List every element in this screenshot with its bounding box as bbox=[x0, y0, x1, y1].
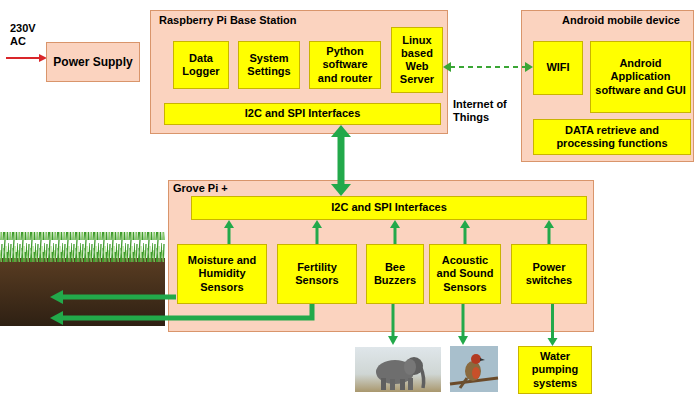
elephant-leg bbox=[381, 378, 386, 390]
process-box: System Settings bbox=[238, 41, 300, 89]
connector-line bbox=[316, 227, 319, 244]
connector-arrow bbox=[331, 125, 351, 196]
bird-picture bbox=[450, 346, 498, 392]
connector-line bbox=[228, 227, 231, 244]
connector-line bbox=[551, 304, 554, 339]
panel-title: Android mobile device bbox=[562, 14, 680, 27]
arrow-head bbox=[50, 311, 63, 325]
box-label: Python software and router bbox=[313, 45, 377, 85]
process-box: WIFI bbox=[533, 41, 583, 95]
elephant-leg bbox=[390, 379, 395, 390]
box-label: I2C and SPI Interfaces bbox=[245, 107, 361, 120]
arrow-head bbox=[50, 290, 63, 304]
arrow-head bbox=[460, 220, 470, 228]
connector-arrow bbox=[390, 220, 400, 244]
connector-arrow bbox=[460, 220, 470, 244]
arrow-head bbox=[544, 220, 554, 228]
arrow-head bbox=[331, 184, 351, 196]
switch-box: Power switches bbox=[511, 244, 587, 304]
sensor-box: Moisture and Humidity Sensors bbox=[177, 244, 267, 304]
box-label: System Settings bbox=[242, 52, 296, 78]
arrow-head bbox=[548, 338, 558, 346]
output-line bbox=[462, 303, 465, 337]
elephant-leg bbox=[408, 378, 413, 390]
output-line bbox=[392, 303, 395, 337]
elephant-ear bbox=[404, 359, 416, 375]
arrow-head bbox=[443, 62, 451, 72]
box-label: WIFI bbox=[546, 61, 569, 74]
bird-tail bbox=[460, 378, 467, 388]
sensor-box: Acoustic and Sound Sensors bbox=[429, 244, 501, 304]
grass-picture bbox=[0, 232, 165, 262]
sensor-probe-line bbox=[62, 295, 176, 300]
arrow-head bbox=[312, 220, 322, 228]
bird-body bbox=[465, 361, 481, 381]
output-box: Water pumping systems bbox=[518, 346, 592, 394]
arrow-head bbox=[224, 220, 234, 228]
bird-breast bbox=[472, 367, 480, 379]
connector-arrow bbox=[224, 220, 234, 244]
power-supply-box: Power Supply bbox=[46, 42, 140, 82]
connector-line bbox=[394, 227, 397, 244]
box-label: Moisture and Humidity Sensors bbox=[181, 254, 263, 294]
box-label: Power switches bbox=[515, 261, 583, 287]
actuator-box: Bee Buzzers bbox=[366, 244, 424, 304]
interface-bar: I2C and SPI Interfaces bbox=[191, 196, 587, 220]
connector-arrow bbox=[548, 304, 558, 346]
box-label: Fertility Sensors bbox=[281, 261, 353, 287]
bird-beak bbox=[480, 358, 485, 361]
base-station-panel: Raspberry Pi Base StationData Logger Syst… bbox=[150, 10, 448, 134]
panel-title: Grove Pi + bbox=[173, 182, 228, 195]
box-label: Water pumping systems bbox=[522, 350, 588, 390]
supply-label: 230V AC bbox=[10, 22, 44, 48]
connector-arrow bbox=[312, 220, 322, 244]
elephant-trunk bbox=[421, 368, 424, 388]
supply-wire bbox=[6, 57, 40, 59]
box-label: Android Application software and GUI bbox=[594, 57, 687, 97]
arrow-head bbox=[390, 220, 400, 228]
process-box: Android Application software and GUI bbox=[590, 41, 691, 113]
arrow-head bbox=[331, 125, 351, 137]
bird-head bbox=[471, 354, 481, 364]
box-label: I2C and SPI Interfaces bbox=[331, 201, 447, 214]
arrow-head bbox=[39, 54, 47, 62]
elephant-leg bbox=[400, 379, 405, 390]
sensor-probe-line bbox=[62, 303, 312, 318]
connector-line bbox=[548, 227, 551, 244]
sensor-box: Fertility Sensors bbox=[277, 244, 357, 304]
mobile-device-panel: Android mobile deviceWIFI Android Applica… bbox=[521, 10, 694, 162]
box-label: Linux based Web Server bbox=[395, 34, 439, 87]
panel-title: Raspberry Pi Base Station bbox=[159, 14, 297, 27]
process-box: Data Logger bbox=[173, 41, 229, 89]
process-box: Python software and router bbox=[309, 41, 381, 89]
connector-line bbox=[338, 136, 345, 185]
box-label: Bee Buzzers bbox=[370, 261, 420, 287]
process-box: DATA retrieve and processing functions bbox=[533, 119, 691, 155]
box-label: Data Logger bbox=[177, 52, 225, 78]
elephant-picture bbox=[355, 347, 441, 392]
box-label: DATA retrieve and processing functions bbox=[537, 124, 687, 150]
connector-line bbox=[464, 227, 467, 244]
connector-line bbox=[450, 66, 526, 68]
arrow-head bbox=[525, 62, 533, 72]
box-label: Power Supply bbox=[53, 55, 132, 69]
arrow-head bbox=[458, 336, 468, 345]
arrow-head bbox=[388, 336, 398, 345]
connector-arrow bbox=[544, 220, 554, 244]
process-box: Linux based Web Server bbox=[391, 27, 443, 93]
connector-arrow bbox=[443, 62, 533, 72]
box-label: Acoustic and Sound Sensors bbox=[433, 254, 497, 294]
connector-label: Internet of Things bbox=[453, 98, 517, 124]
board-panel: Grove Pi + I2C and SPI InterfacesMoisture… bbox=[168, 180, 594, 332]
elephant-head bbox=[405, 357, 423, 375]
interface-bar: I2C and SPI Interfaces bbox=[164, 103, 441, 125]
